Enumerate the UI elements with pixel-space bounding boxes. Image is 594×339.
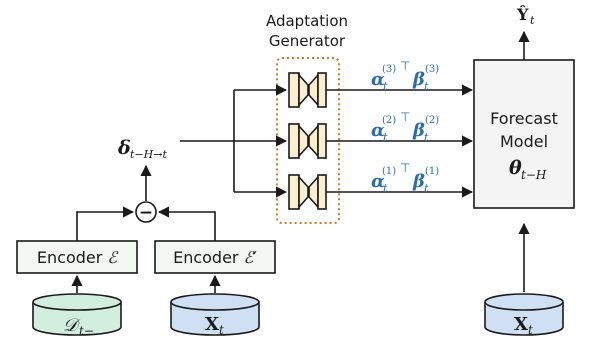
history-data-subscript: t− [79, 324, 94, 338]
generator-2 [288, 123, 327, 159]
delta-subscript: t−H→t [130, 148, 167, 161]
encoder-prime-box [154, 240, 276, 274]
forecast-param-symbol: θ [509, 157, 522, 179]
svg-text:α: α [371, 171, 385, 192]
history-data-cylinder [32, 293, 122, 336]
forecast-input-cylinder [484, 293, 564, 336]
generator-title-line1: Adaptation [266, 12, 348, 30]
adaptation-label-2: α t (2) ⊤ β t (2) [371, 110, 439, 144]
encoder-label: Encoder ℰ [37, 248, 120, 267]
svg-text:α: α [371, 120, 385, 141]
svg-text:β: β [412, 171, 425, 192]
delta-symbol: δ [117, 137, 131, 159]
svg-text:⊤: ⊤ [400, 110, 410, 124]
minus-symbol: − [139, 203, 153, 223]
svg-text:(1): (1) [382, 166, 396, 177]
svg-text:(3): (3) [425, 64, 439, 75]
svg-text:(2): (2) [382, 115, 396, 126]
generator-1 [288, 174, 327, 210]
svg-text:t: t [383, 131, 388, 144]
svg-text:⊤: ⊤ [400, 59, 410, 73]
svg-text:(1): (1) [425, 166, 439, 177]
current-data-cylinder [170, 293, 260, 336]
current-data-subscript: t [219, 323, 224, 337]
encoder-box [16, 240, 138, 274]
encoder-prime-label: Encoder ℰ′ [173, 248, 257, 267]
svg-text:⊤: ⊤ [400, 161, 410, 175]
svg-text:t: t [383, 80, 388, 93]
svg-text:α: α [371, 69, 385, 90]
forecast-model-line2: Model [500, 132, 548, 151]
encoder2-to-minus-arrow [157, 206, 216, 241]
subtraction-node [135, 201, 157, 223]
output-label: Ŷ [516, 4, 529, 24]
svg-text:β: β [412, 69, 425, 90]
adaptation-label-1: α t (1) ⊤ β t (1) [371, 161, 439, 195]
history-data-label: 𝒟 [63, 315, 81, 336]
forecast-model-line1: Forecast [490, 109, 558, 128]
forecast-param-subscript: t−H [521, 168, 547, 182]
svg-text:t: t [383, 182, 388, 195]
forecast-input-subscript: t [528, 323, 533, 337]
svg-text:(3): (3) [382, 64, 396, 75]
svg-text:(2): (2) [425, 115, 439, 126]
current-data-label: X [205, 314, 219, 335]
adaptation-generator-box [276, 57, 340, 224]
output-subscript: t [530, 14, 535, 27]
encoder1-to-minus-arrow [76, 206, 135, 241]
svg-text:t: t [424, 182, 429, 195]
generator-3 [288, 72, 327, 108]
forecast-model-box [473, 59, 575, 209]
svg-text:t: t [424, 131, 429, 144]
svg-text:β: β [412, 120, 425, 141]
adaptation-label-3: α t (3) ⊤ β t (3) [371, 59, 439, 93]
forecast-input-label: X [514, 314, 528, 335]
svg-text:t: t [424, 80, 429, 93]
generator-title-line2: Generator [269, 32, 346, 50]
